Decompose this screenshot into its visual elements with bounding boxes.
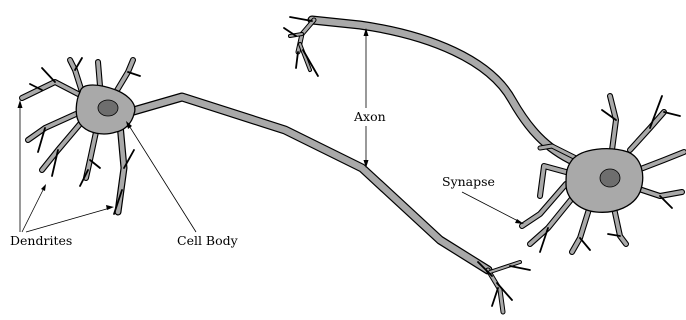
dendrites-left: [22, 58, 140, 214]
cell-body-pointer: [126, 121, 196, 232]
synapse-pointer: [462, 192, 524, 224]
axon-terminal-lower: [478, 262, 530, 312]
axon-right: [312, 20, 575, 162]
synapse-label: Synapse: [442, 174, 495, 189]
axon-label: Axon: [353, 109, 386, 124]
axon-pointers: [364, 28, 369, 168]
nucleus-left: [98, 100, 118, 116]
dendrites-label: Dendrites: [10, 233, 72, 248]
cell-body-right: [566, 149, 643, 213]
cell-body-label: Cell Body: [177, 233, 239, 248]
nucleus-right: [600, 169, 620, 187]
cell-body-left: [76, 85, 135, 134]
axon-terminal-upper: [284, 17, 318, 76]
